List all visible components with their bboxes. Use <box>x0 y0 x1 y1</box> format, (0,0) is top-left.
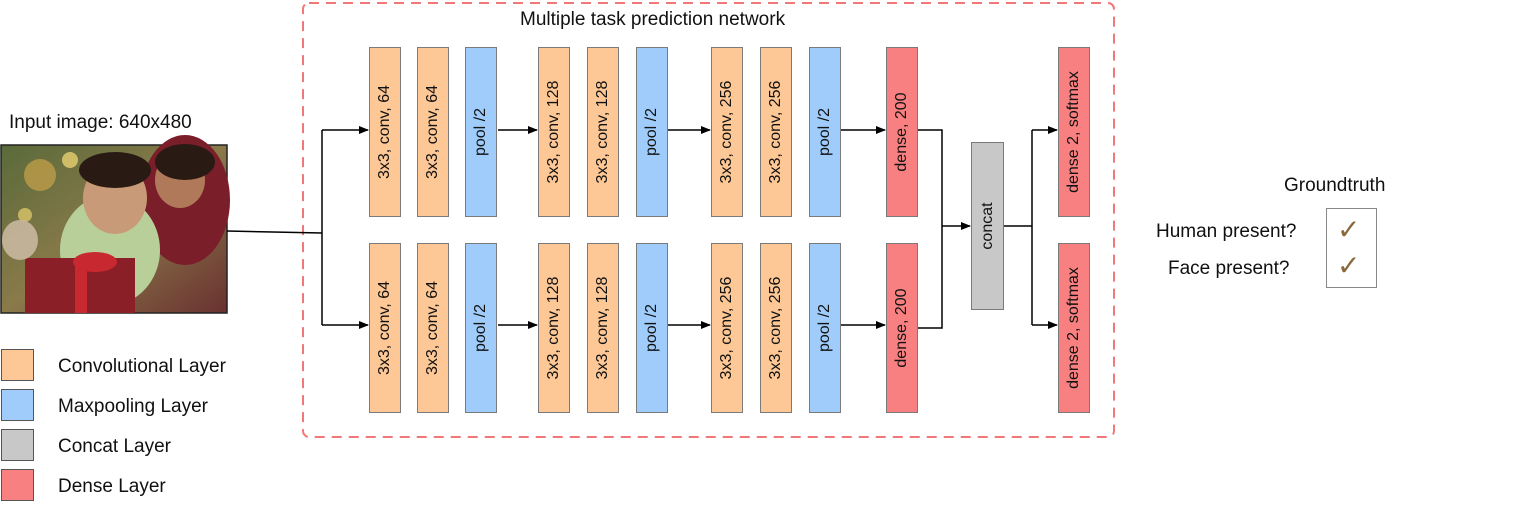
pool-block: pool /2 <box>465 47 497 217</box>
groundtruth-box: ✓ ✓ <box>1326 208 1377 288</box>
layer-label: 3x3, conv, 64 <box>376 281 393 375</box>
legend-swatch-conv <box>1 349 34 381</box>
layer-label: 3x3, conv, 256 <box>718 276 735 380</box>
layer-label: 3x3, conv, 128 <box>545 276 562 380</box>
layer-label: pool /2 <box>816 107 833 157</box>
conv-block: 3x3, conv, 256 <box>711 243 743 413</box>
layer-label: 3x3, conv, 64 <box>424 281 441 375</box>
legend-swatch-dense <box>1 469 34 501</box>
legend-label: Dense Layer <box>58 476 166 497</box>
legend-label: Convolutional Layer <box>58 356 226 377</box>
input-image-label: Input image: 640x480 <box>9 112 192 133</box>
concat-block: concat <box>971 142 1004 310</box>
layer-label: 3x3, conv, 128 <box>545 80 562 184</box>
network-frame <box>302 2 1115 438</box>
input-photo <box>0 135 230 314</box>
layer-label: 3x3, conv, 256 <box>767 276 784 380</box>
conv-block: 3x3, conv, 128 <box>587 47 619 217</box>
layer-label: pool /2 <box>472 303 489 353</box>
conv-block: 3x3, conv, 256 <box>711 47 743 217</box>
connections <box>226 126 1058 329</box>
layer-label: 3x3, conv, 128 <box>594 80 611 184</box>
layer-label: pool /2 <box>643 107 660 157</box>
conv-block: 3x3, conv, 64 <box>417 47 449 217</box>
checkmark-icon: ✓ <box>1337 249 1361 282</box>
layer-label: dense 2, softmax <box>1065 267 1082 389</box>
output-dense-block: dense 2, softmax <box>1058 243 1090 413</box>
legend-swatch-pool <box>1 389 34 421</box>
layer-label: pool /2 <box>643 303 660 353</box>
pool-block: pool /2 <box>636 47 668 217</box>
groundtruth-question: Human present? <box>1156 221 1297 242</box>
network-title: Multiple task prediction network <box>520 9 786 30</box>
layer-label: dense, 200 <box>893 288 910 368</box>
conv-block: 3x3, conv, 128 <box>587 243 619 413</box>
layer-label: 3x3, conv, 256 <box>767 80 784 184</box>
legend-swatch-concat <box>1 429 34 461</box>
layer-label: concat <box>978 202 996 250</box>
pool-block: pool /2 <box>636 243 668 413</box>
conv-block: 3x3, conv, 64 <box>369 243 401 413</box>
pool-block: pool /2 <box>809 47 841 217</box>
conv-block: 3x3, conv, 256 <box>760 243 792 413</box>
conv-block: 3x3, conv, 64 <box>417 243 449 413</box>
output-dense-block: dense 2, softmax <box>1058 47 1090 217</box>
dense-block: dense, 200 <box>886 47 918 217</box>
groundtruth-question: Face present? <box>1168 258 1290 279</box>
conv-block: 3x3, conv, 256 <box>760 47 792 217</box>
checkmark-icon: ✓ <box>1337 213 1361 246</box>
layer-label: pool /2 <box>816 303 833 353</box>
layer-label: dense, 200 <box>893 92 910 172</box>
layer-label: 3x3, conv, 64 <box>376 85 393 179</box>
conv-block: 3x3, conv, 64 <box>369 47 401 217</box>
layer-label: 3x3, conv, 64 <box>424 85 441 179</box>
conv-block: 3x3, conv, 128 <box>538 243 570 413</box>
layer-label: 3x3, conv, 128 <box>594 276 611 380</box>
groundtruth-title: Groundtruth <box>1284 175 1386 196</box>
pool-block: pool /2 <box>809 243 841 413</box>
layer-label: dense 2, softmax <box>1065 71 1082 193</box>
conv-block: 3x3, conv, 128 <box>538 47 570 217</box>
legend-label: Maxpooling Layer <box>58 396 208 417</box>
layer-label: pool /2 <box>472 107 489 157</box>
pool-block: pool /2 <box>465 243 497 413</box>
dense-block: dense, 200 <box>886 243 918 413</box>
layer-label: 3x3, conv, 256 <box>718 80 735 184</box>
legend-label: Concat Layer <box>58 436 172 457</box>
